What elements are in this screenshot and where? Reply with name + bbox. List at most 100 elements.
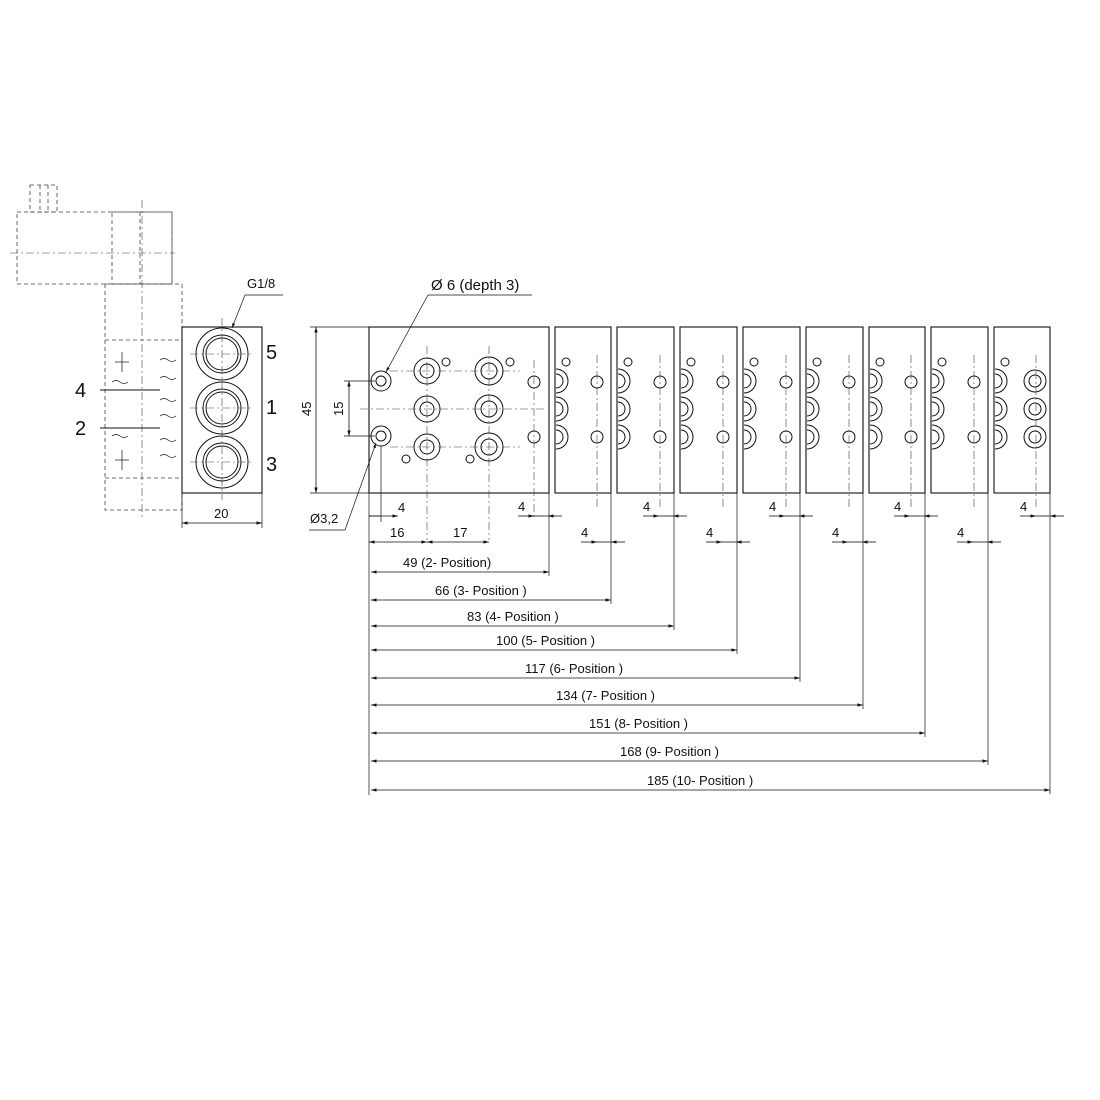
edge-label: 4 xyxy=(957,525,964,540)
edge-dimension: 4 xyxy=(957,525,1001,544)
port-arc xyxy=(994,401,1003,417)
blind-hole-label: Ø 6 (depth 3) xyxy=(431,277,519,294)
position-dimension: 151 (8- Position ) xyxy=(371,493,926,737)
width-dimension-side: 20 xyxy=(181,493,263,528)
port-arc xyxy=(680,368,694,394)
end-port-outer xyxy=(1023,397,1047,421)
edge-label: 4 xyxy=(769,499,776,514)
block-outline xyxy=(805,326,864,494)
port-arc xyxy=(743,424,757,450)
port-arc xyxy=(994,373,1003,389)
block-outline xyxy=(742,326,801,494)
port-arc xyxy=(555,396,569,422)
extension-block xyxy=(554,326,612,510)
port-arc xyxy=(931,429,940,445)
port-arc xyxy=(617,429,626,445)
manifold-extension-blocks xyxy=(554,326,1051,510)
end-port-inner xyxy=(1028,374,1042,388)
port-arc xyxy=(680,424,694,450)
manifold-first-block xyxy=(360,326,550,540)
height-label: 45 xyxy=(299,402,314,416)
extension-block xyxy=(805,326,864,510)
blind-hole xyxy=(937,357,947,367)
port-arc xyxy=(680,429,689,445)
edge-dimension: 4 xyxy=(894,499,938,518)
extension-block xyxy=(616,326,675,510)
port-arc xyxy=(555,429,564,445)
blind-hole xyxy=(623,357,633,367)
side-base-block xyxy=(181,318,263,500)
blind-hole xyxy=(812,357,822,367)
mount-hole-callout: Ø3,2 xyxy=(309,442,377,531)
blind-hole xyxy=(875,357,885,367)
edge-label: 4 xyxy=(643,499,650,514)
port-arc xyxy=(869,396,883,422)
port-arc xyxy=(555,424,569,450)
port-arc xyxy=(931,373,940,389)
block-outline xyxy=(679,326,738,494)
blind-hole xyxy=(749,357,759,367)
position-label: 66 (3- Position ) xyxy=(435,583,527,598)
mount-hole-label: Ø3,2 xyxy=(310,511,338,526)
block-outline xyxy=(554,326,612,494)
position-dimension: 134 (7- Position ) xyxy=(371,493,864,709)
edge-label: 4 xyxy=(518,499,525,514)
port-arc xyxy=(806,424,820,450)
blind-hole-callout: Ø 6 (depth 3) xyxy=(385,277,532,373)
edge-label-first: 4 xyxy=(398,500,405,515)
port-arc xyxy=(555,368,569,394)
end-port-inner xyxy=(1028,402,1042,416)
port-arc xyxy=(869,424,883,450)
port-arc xyxy=(869,368,883,394)
port-arc xyxy=(931,424,945,450)
edge-dimension: 4 xyxy=(769,499,813,518)
port-3-label: 3 xyxy=(266,454,277,476)
edge-label: 4 xyxy=(1020,499,1027,514)
extension-block xyxy=(742,326,801,510)
position-dimension: 66 (3- Position ) xyxy=(371,493,612,604)
offset-16-label: 16 xyxy=(390,525,404,540)
internal-flow-symbols xyxy=(111,352,177,470)
edge-dimensions: 4 4 4 4 4 4 4 4 4 xyxy=(518,499,1064,544)
thread-callout: G1/8 xyxy=(231,276,283,329)
port-arc xyxy=(869,401,878,417)
height-dimension: 45 xyxy=(299,326,369,494)
port-arc xyxy=(869,429,878,445)
offset-17-label: 17 xyxy=(453,525,467,540)
port-arc xyxy=(617,396,631,422)
edge-label: 4 xyxy=(581,525,588,540)
edge-dimension: 4 xyxy=(581,525,625,544)
blind-hole xyxy=(1000,357,1010,367)
position-dimension: 83 (4- Position ) xyxy=(371,493,675,630)
port-arc xyxy=(743,396,757,422)
block-outline xyxy=(616,326,675,494)
position-dimension: 168 (9- Position ) xyxy=(371,493,989,765)
thread-label: G1/8 xyxy=(247,276,275,291)
offset-dimensions: 4 16 17 xyxy=(368,446,489,795)
port-1-label: 1 xyxy=(266,397,277,419)
block-outline xyxy=(930,326,989,494)
edge-dimension: 4 xyxy=(832,525,876,544)
position-label: 100 (5- Position ) xyxy=(496,633,595,648)
port-arc xyxy=(617,424,631,450)
position-dimension: 49 (2- Position) xyxy=(371,493,550,576)
port-arc xyxy=(994,424,1008,450)
port-arc xyxy=(994,368,1008,394)
port-arc xyxy=(869,373,878,389)
port-arc xyxy=(680,401,689,417)
port-arc xyxy=(806,401,815,417)
end-port-inner xyxy=(1028,430,1042,444)
pitch-dimension: 15 xyxy=(331,380,375,437)
block-outline xyxy=(868,326,926,494)
port-arc xyxy=(743,429,752,445)
edge-label: 4 xyxy=(706,525,713,540)
port-4-label: 4 xyxy=(75,380,86,402)
port-arc xyxy=(743,368,757,394)
port-arc xyxy=(931,396,945,422)
port-arc xyxy=(994,429,1003,445)
edge-dimension: 4 xyxy=(518,499,562,518)
edge-dimension: 4 xyxy=(643,499,687,518)
edge-label: 4 xyxy=(832,525,839,540)
port-arc xyxy=(931,401,940,417)
